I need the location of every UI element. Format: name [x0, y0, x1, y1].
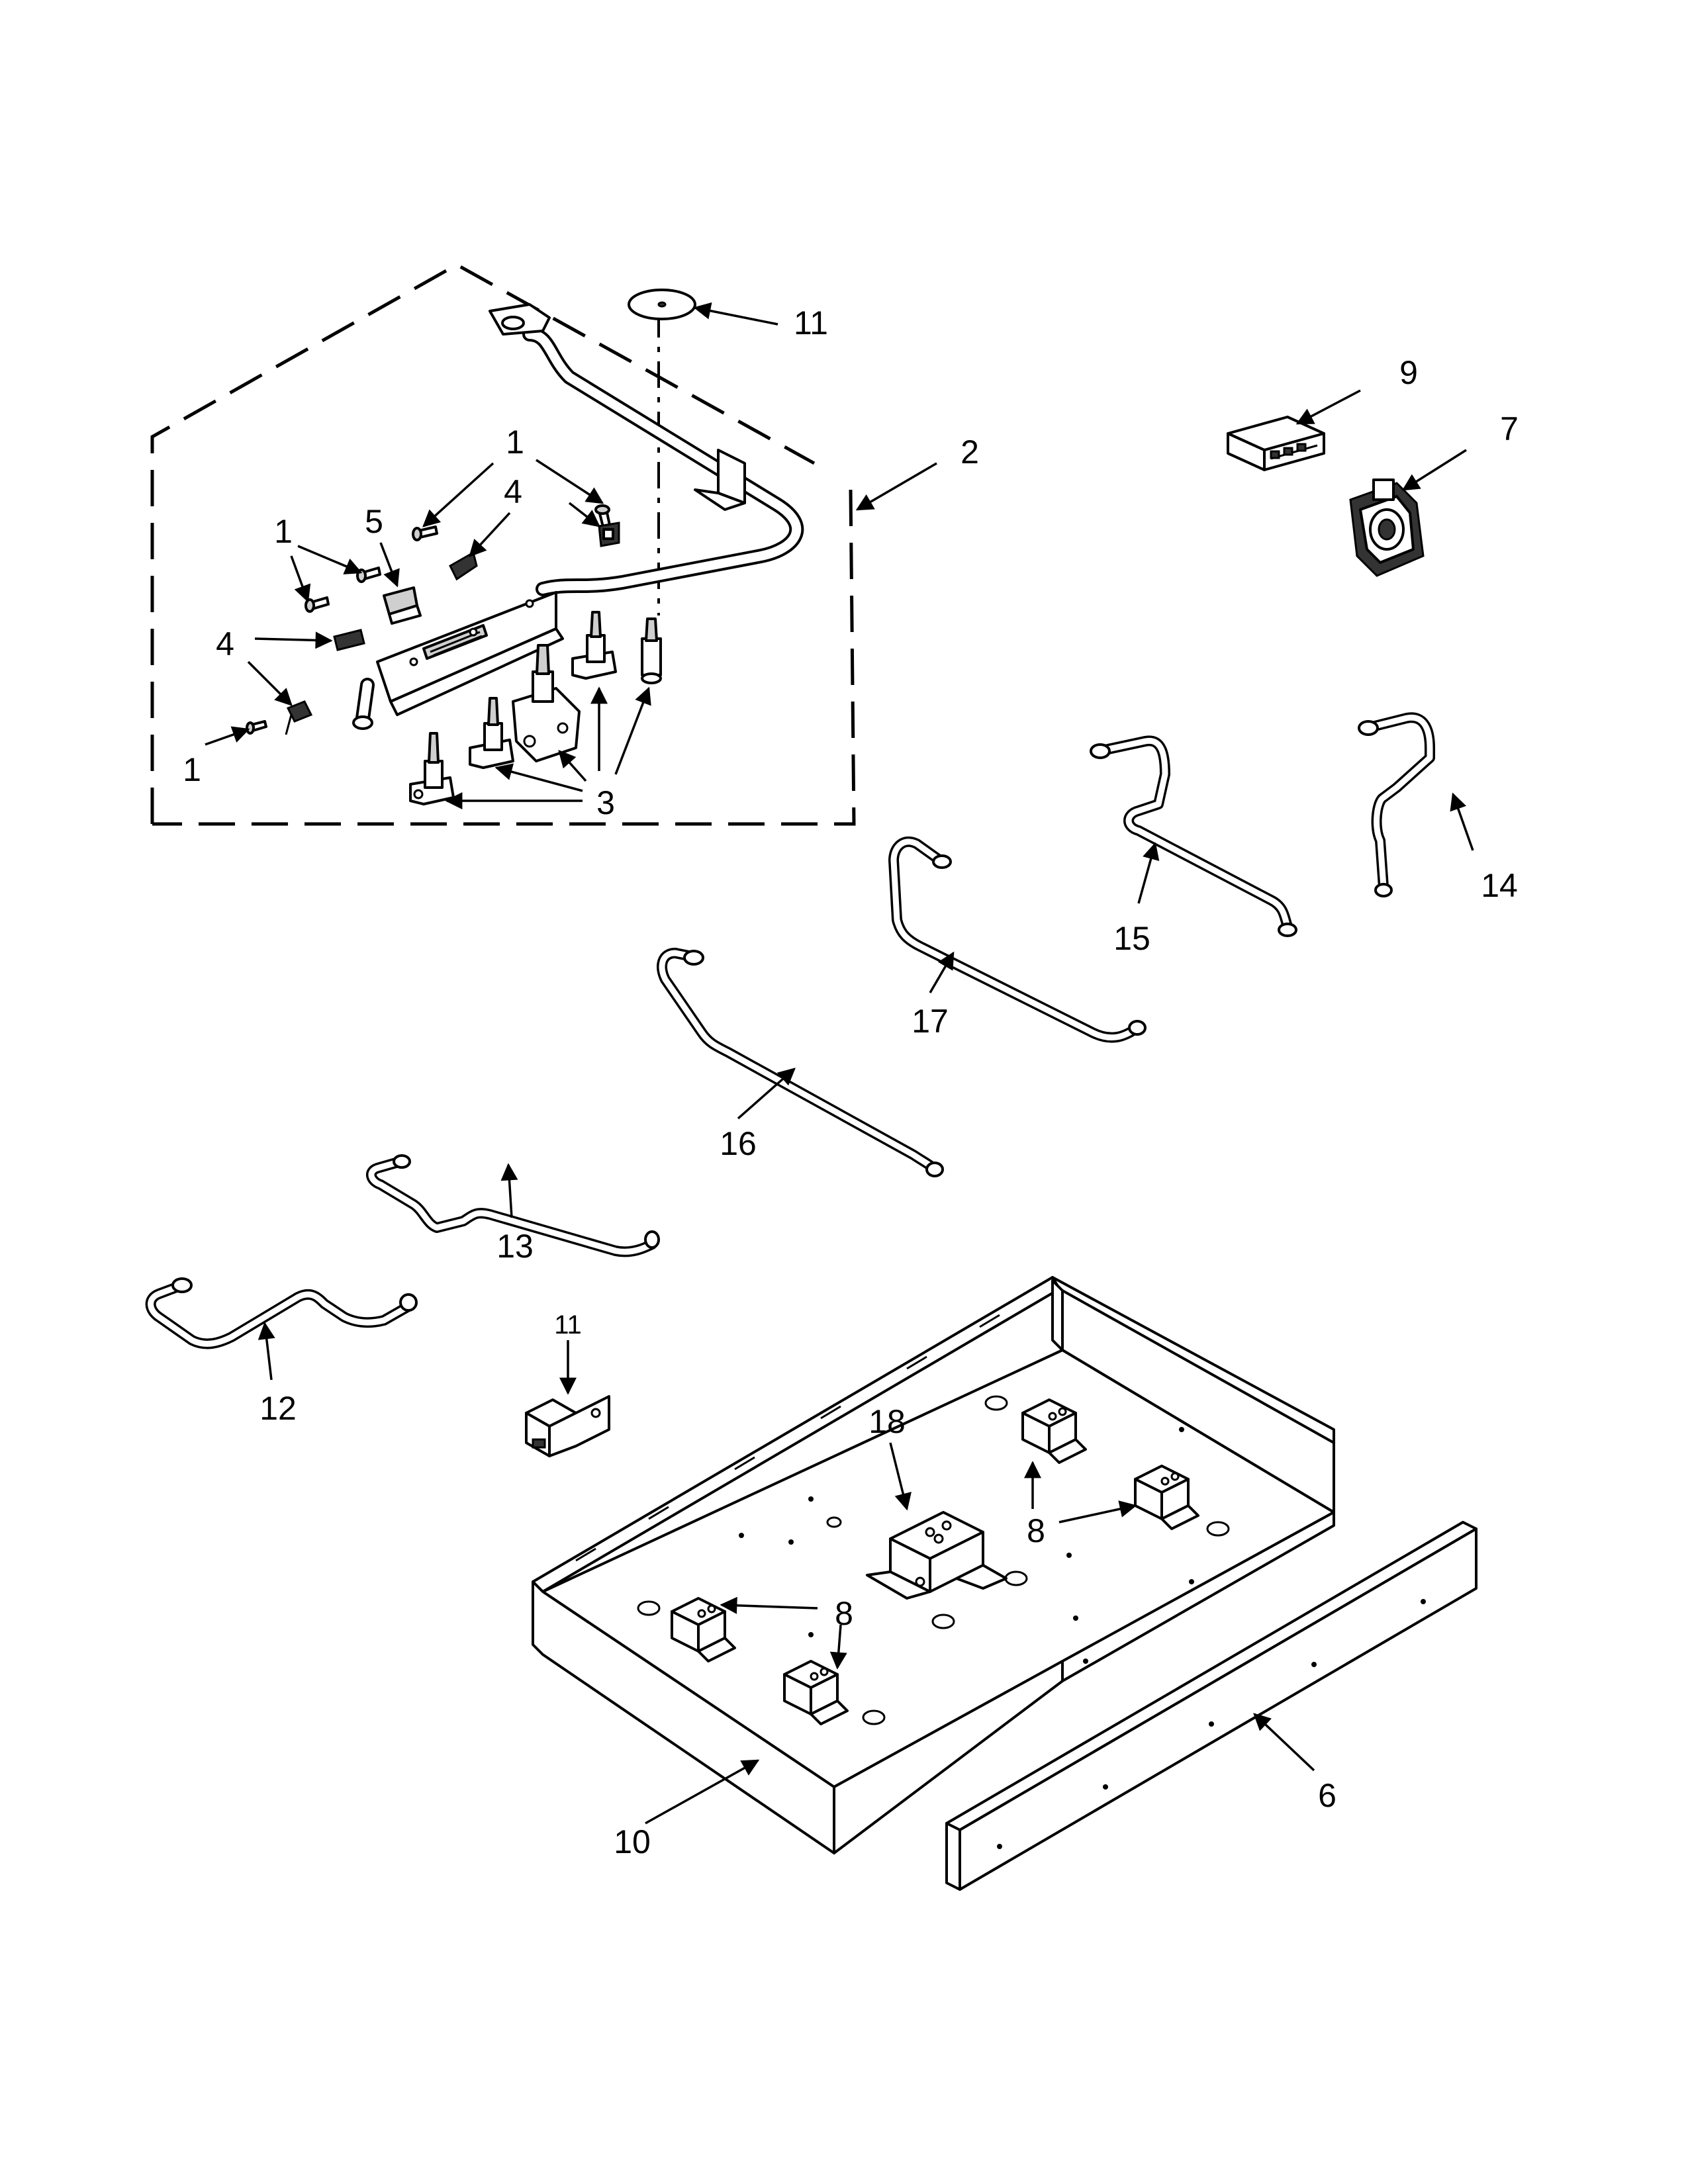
screw-bottom-left: [246, 720, 267, 735]
leader-5: [379, 542, 400, 588]
clip-left: [333, 629, 365, 651]
leader-4-right: [568, 502, 601, 527]
callout-10: 10: [614, 1823, 651, 1860]
callout-7: 7: [1500, 410, 1519, 447]
callout-14: 14: [1481, 867, 1518, 904]
bracket-8-top: [1021, 1398, 1087, 1464]
leader-18: [889, 1442, 912, 1511]
valve-c: [571, 611, 617, 680]
leader-10: [645, 1759, 760, 1825]
leader-1-top-b: [536, 459, 604, 504]
part-16-tube: [657, 948, 944, 1177]
manifold-assembly-group: [150, 263, 856, 826]
callout-4-left: 4: [216, 625, 234, 662]
assembly-boundary-dashed: [150, 263, 856, 826]
callout-13: 13: [496, 1228, 534, 1265]
leader-3-e: [614, 686, 651, 775]
screw-left: [305, 596, 330, 613]
bracket-8-front: [783, 1660, 849, 1725]
part-14-tube: [1358, 712, 1435, 897]
part-5-bracket: [383, 586, 422, 625]
leader-lines: [205, 302, 1474, 1825]
part-12-tube: [145, 1277, 418, 1349]
part-6-front-trim: [945, 1521, 1477, 1891]
leader-1-left: [290, 555, 311, 603]
leader-4-top: [469, 512, 511, 557]
valve-a: [409, 732, 455, 805]
callout-3: 3: [596, 784, 615, 821]
leader-8-right: [1058, 1500, 1137, 1524]
leader-1-mid: [297, 545, 363, 574]
valve-mounting-rail: [352, 591, 564, 730]
leader-3-b: [494, 763, 583, 792]
leader-7: [1401, 449, 1467, 491]
part-15-tube: [1090, 735, 1297, 937]
callout-11-bracket: 11: [554, 1310, 582, 1340]
valve-d: [641, 617, 662, 684]
part-11-disc: [628, 289, 696, 320]
part-9-control-module: [1227, 416, 1325, 471]
clip-bottom-left: [285, 700, 313, 735]
part-1-screws: [246, 504, 612, 735]
leader-12: [258, 1322, 275, 1381]
callout-15: 15: [1113, 920, 1150, 957]
screw-top-mid: [412, 525, 438, 541]
leader-4-left: [254, 631, 333, 649]
leader-6: [1253, 1713, 1315, 1772]
callout-4-top: 4: [504, 473, 522, 510]
part-17-tube: [888, 836, 1147, 1043]
callout-18: 18: [868, 1403, 906, 1440]
part-3-burner-valves: [409, 611, 662, 805]
leader-9: [1295, 389, 1361, 425]
callout-5: 5: [365, 503, 383, 540]
part-8-burner-brackets: [671, 1398, 1199, 1725]
part-13-tube: [366, 1154, 660, 1257]
leader-14: [1450, 792, 1474, 851]
callout-labels: 11 2 9 7 1 4 5 1 4 1 3 15 14 17 16 13 12…: [183, 304, 1519, 1860]
leader-16: [737, 1068, 796, 1120]
leader-1-bottom: [205, 726, 250, 746]
valve-b: [469, 697, 514, 769]
callout-8-left: 8: [835, 1595, 853, 1632]
part-18-center-bracket: [866, 1511, 1008, 1600]
leader-3-c: [558, 750, 587, 782]
callout-1-bottom: 1: [183, 751, 201, 788]
leader-15: [1137, 842, 1160, 904]
bracket-8-left: [671, 1597, 736, 1662]
callout-2: 2: [961, 433, 979, 471]
callout-1-top: 1: [506, 424, 524, 461]
callout-17: 17: [912, 1003, 949, 1040]
leader-17: [929, 951, 955, 993]
callout-9: 9: [1399, 354, 1418, 391]
screw-mid-left: [356, 567, 381, 583]
leader-11-top: [693, 302, 778, 326]
bracket-8-right: [1134, 1465, 1199, 1530]
callout-12: 12: [259, 1390, 297, 1427]
part-4-clips: [285, 522, 620, 735]
callout-11-top: 11: [794, 304, 828, 341]
callout-1-left: 1: [274, 513, 293, 550]
callout-16: 16: [720, 1125, 757, 1162]
trim-holes: [997, 1599, 1426, 1849]
callout-8-right: 8: [1027, 1512, 1045, 1549]
part-11-small-bracket: [525, 1395, 610, 1457]
callout-6: 6: [1318, 1777, 1336, 1814]
part-2-manifold-pipe: [489, 303, 804, 596]
part-7-pressure-regulator: [1349, 478, 1425, 577]
leader-8-left: [720, 1596, 818, 1614]
clip-top-right: [598, 522, 620, 547]
valve-main: [512, 644, 581, 762]
leader-4-lower: [247, 660, 293, 706]
burner-holes: [637, 1395, 1230, 1725]
leader-2: [855, 462, 937, 511]
clip-mid: [449, 551, 478, 581]
leader-1-top-a: [422, 462, 494, 527]
leader-13: [500, 1163, 518, 1218]
leader-8-front: [829, 1624, 847, 1670]
